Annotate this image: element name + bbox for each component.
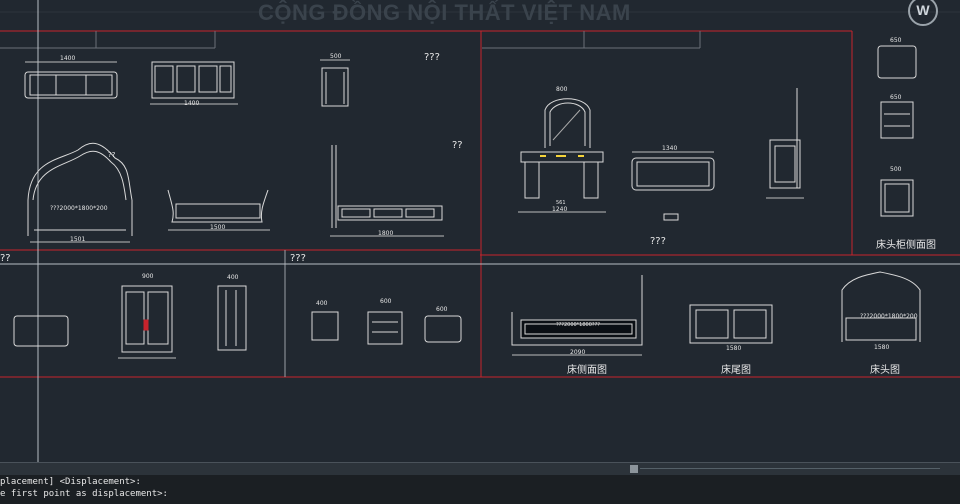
bed-rail-size: ???2000*1800??? — [556, 322, 600, 328]
dim-1240: 1240 — [552, 206, 568, 213]
annotation-q5: ??? — [650, 236, 666, 247]
annotation-bed-head: ?? — [108, 151, 116, 159]
horizontal-scrollbar[interactable] — [0, 462, 960, 475]
drawing-lines — [0, 0, 960, 462]
dim-561: 561 — [556, 200, 566, 206]
dim-1580a: 1580 — [726, 345, 742, 352]
dim-1500a: 1500 — [210, 224, 226, 231]
dim-1400a: 1400 — [60, 55, 76, 62]
dim-900: 900 — [142, 273, 154, 280]
dim-1400b: 1400 — [184, 100, 200, 107]
cad-drawing-canvas[interactable]: CỘNG ĐỒNG NỘI THẤT VIỆT NAM W ??? ?? ?? … — [0, 0, 960, 462]
dim-400a: 400 — [227, 274, 239, 281]
dim-1340: 1340 — [662, 145, 678, 152]
annotation-q3: ?? — [0, 253, 11, 264]
dim-650a: 650 — [890, 37, 902, 44]
dim-1800: 1800 — [378, 230, 394, 237]
annotation-q2: ?? — [452, 140, 463, 151]
dim-600b: 600 — [436, 306, 448, 313]
annotation-q4: ??? — [290, 253, 306, 264]
dim-500b: 500 — [890, 166, 902, 173]
dim-1580b: 1580 — [874, 344, 890, 351]
caption-cabinet-side: 床头柜侧面图 — [876, 240, 936, 251]
caption-bed-tail: 床尾图 — [721, 365, 751, 376]
bed-size-right: ???2000*1800*200 — [860, 313, 918, 320]
watermark-text: CỘNG ĐỒNG NỘI THẤT VIỆT NAM — [258, 0, 631, 25]
dim-500: 500 — [330, 53, 342, 60]
command-history-line-2: e first point as displacement>: — [0, 489, 168, 499]
dim-400b: 400 — [316, 300, 328, 307]
dim-2090: 2090 — [570, 349, 586, 356]
scroll-track — [640, 468, 940, 469]
dim-600a: 600 — [380, 298, 392, 305]
dim-800: 800 — [556, 86, 568, 93]
bed-size-left: ???2000*1800*200 — [50, 205, 108, 212]
command-history-line-1: placement] <Displacement>: — [0, 477, 141, 487]
annotation-q1: ??? — [424, 52, 440, 63]
command-line[interactable]: placement] <Displacement>: e first point… — [0, 475, 960, 504]
dim-650b: 650 — [890, 94, 902, 101]
dim-1501: 1501 — [70, 236, 86, 243]
watermark-corner-logo: W — [908, 0, 938, 26]
caption-bed-side: 床侧面图 — [567, 365, 607, 376]
caption-bed-head: 床头图 — [870, 365, 900, 376]
scroll-thumb[interactable] — [630, 465, 638, 473]
